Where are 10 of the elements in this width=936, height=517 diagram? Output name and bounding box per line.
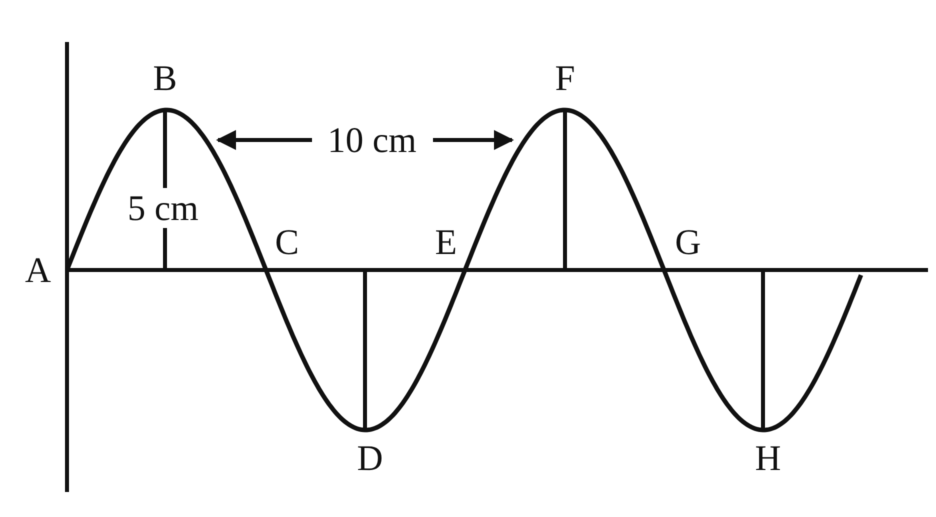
point-label: D [357,440,383,476]
point-label: A [25,252,51,288]
point-label: F [554,60,576,96]
dimension-label: 10 cm [328,122,416,158]
point-label: B [153,60,177,96]
point-label: E [435,224,457,260]
point-label: G [675,224,701,260]
point-label: C [275,224,299,260]
dimension-label: 5 cm [128,190,198,226]
point-label: H [755,440,781,476]
